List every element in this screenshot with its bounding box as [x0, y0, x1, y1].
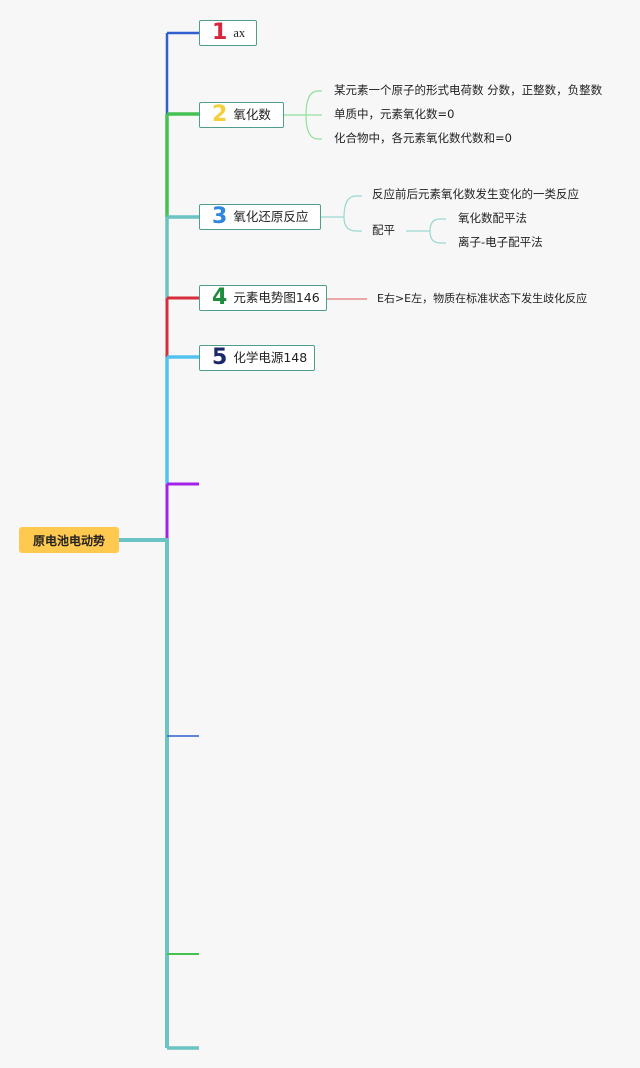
topic-label-2: 氧化数 [233, 106, 271, 122]
topic-node-5[interactable]: 5 化学电源148 [199, 345, 315, 371]
oxidation-number-connectors [284, 90, 322, 140]
topic-number-4: 4 [212, 285, 228, 310]
redox-definition[interactable]: 反应前后元素氧化数发生变化的一类反应 [372, 187, 579, 201]
topic-number-2: 2 [212, 102, 228, 127]
potential-diagram-note[interactable]: E右>E左，物质在标准状态下发生歧化反应 [377, 292, 588, 305]
root-topic-label: 原电池电动势 [32, 533, 105, 548]
topic-number-3: 3 [212, 204, 228, 229]
topic-node-3[interactable]: 3 氧化还原反应 [199, 204, 321, 230]
redox-connectors [321, 195, 446, 244]
topic-number-5: 5 [212, 345, 228, 370]
topic-label-1: ax [233, 25, 246, 40]
topic-node-4[interactable]: 4 元素电势图146 [199, 285, 327, 311]
topic-node-1[interactable]: 1 ax [199, 20, 257, 46]
oxidation-number-item-1[interactable]: 某元素一个原子的形式电荷数 分数，正整数，负整数 [334, 83, 603, 97]
topic-number-1: 1 [212, 20, 228, 45]
topic-label-5: 化学电源148 [233, 349, 308, 365]
topic-node-2[interactable]: 2 氧化数 [199, 102, 284, 128]
root-topic[interactable]: 原电池电动势 [19, 527, 119, 553]
oxidation-number-item-2[interactable]: 单质中，元素氧化数=0 [334, 107, 455, 121]
topic-label-4: 元素电势图146 [233, 289, 320, 305]
topic-label-3: 氧化还原反应 [233, 208, 309, 224]
redox-method-1[interactable]: 氧化数配平法 [458, 211, 527, 225]
redox-method-2[interactable]: 离子-电子配平法 [458, 235, 543, 249]
oxidation-number-item-3[interactable]: 化合物中，各元素氧化数代数和=0 [334, 131, 512, 145]
redox-balancing[interactable]: 配平 [372, 223, 395, 237]
